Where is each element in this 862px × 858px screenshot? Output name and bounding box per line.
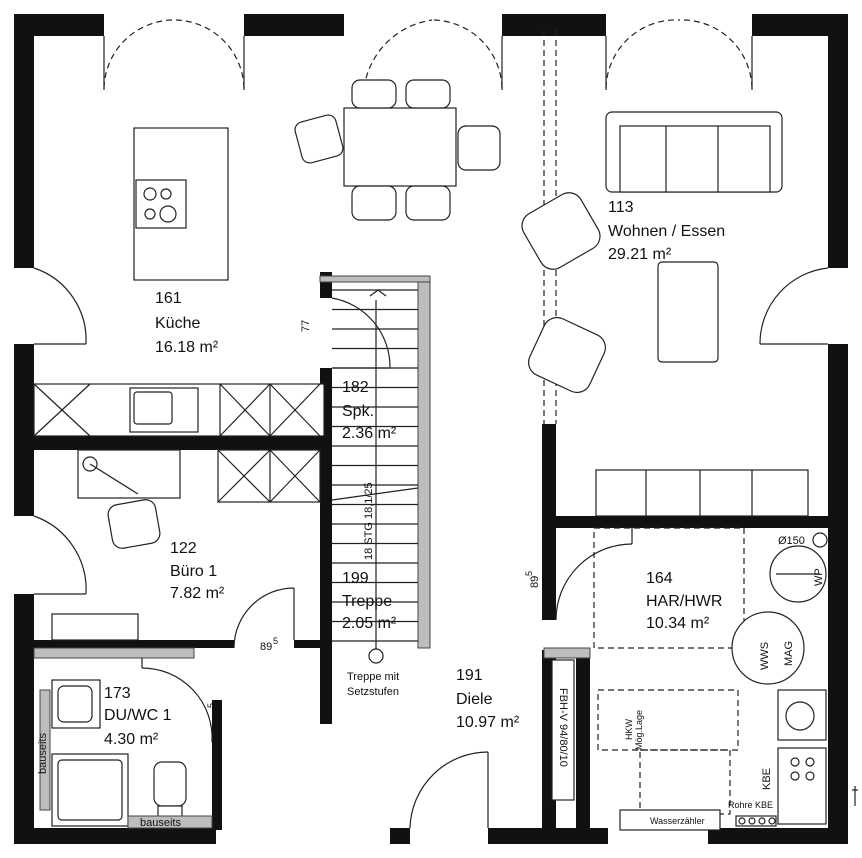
outer-walls	[14, 14, 848, 844]
room-name: Wohnen / Essen	[608, 223, 725, 240]
room-area: 10.97 m²	[456, 714, 520, 731]
room-duwc: 173 DU/WC 1 4.30 m²	[104, 685, 172, 748]
office-cabinets	[217, 449, 321, 503]
kitchen-counter	[33, 383, 325, 437]
stair-start-marker	[368, 648, 384, 664]
room-diele: 191 Diele 10.97 m²	[456, 667, 520, 731]
room-wohnen: 113 Wohnen / Essen 29.21 m²	[608, 199, 725, 263]
svg-text:89: 89	[529, 576, 541, 588]
stair-cut-line	[331, 487, 419, 501]
room-number: 164	[646, 570, 673, 587]
room-buero: 122 Büro 1 7.82 m²	[170, 540, 225, 602]
room-name: HAR/HWR	[646, 593, 722, 610]
room-area: 7.82 m²	[170, 585, 225, 602]
room-number: 182	[342, 379, 369, 396]
stair-arrow-icon	[369, 289, 387, 297]
coffee-table	[657, 261, 719, 363]
svg-text:89: 89	[260, 641, 272, 653]
room-har: 164 HAR/HWR 10.34 m²	[646, 570, 722, 632]
room-number: 191	[456, 667, 483, 684]
room-name: DU/WC 1	[104, 707, 172, 724]
sideboard	[595, 469, 809, 517]
room-treppe: 199 Treppe 2.05 m²	[342, 570, 397, 632]
bathroom-fixtures	[39, 679, 213, 829]
doors	[33, 19, 829, 829]
armchairs	[521, 192, 607, 394]
bauseits-left-label: bauseits	[37, 733, 49, 774]
room-kueche: 161 Küche 16.18 m²	[155, 290, 219, 356]
wws-label: WWS	[759, 642, 771, 670]
staircase	[331, 289, 419, 650]
room-area: 10.34 m²	[646, 615, 710, 632]
svg-text:5: 5	[524, 571, 534, 576]
room-number: 161	[155, 290, 182, 307]
mag-label: MAG	[783, 641, 795, 666]
dimension-77: 77	[300, 320, 312, 332]
room-name: Büro 1	[170, 563, 217, 580]
dimension-895-diele: 89 5	[524, 571, 541, 588]
dimension-895-office: 89 5	[260, 636, 278, 653]
room-area: 16.18 m²	[155, 339, 219, 356]
stair-note-line1: Treppe mit	[347, 671, 399, 683]
room-name: Küche	[155, 315, 200, 332]
wasserzaehler-label: Wasserzähler	[650, 816, 705, 826]
fbh-box	[551, 659, 575, 801]
room-area: 2.05 m²	[342, 615, 397, 632]
svg-text:89: 89	[211, 708, 223, 720]
room-area: 2.36 m²	[342, 425, 397, 442]
moeg-lage-label: Mög.Lage	[634, 710, 644, 750]
office-desk	[51, 449, 181, 641]
kitchen-island	[133, 127, 229, 281]
dimension-895-wc: 89 5	[206, 703, 223, 720]
stair-count-label: 18 STG 18,1/25	[363, 482, 375, 560]
room-number: 122	[170, 540, 197, 557]
rohre-kbe-label: Rohre KBE	[728, 800, 773, 810]
fbh-label: FBH-V 94/80/10	[557, 688, 569, 767]
sofa	[605, 111, 783, 193]
wp-label: WP	[813, 568, 825, 586]
room-spk: 182 Spk. 2.36 m²	[342, 379, 397, 442]
room-number: 173	[104, 685, 131, 702]
interior-walls	[33, 272, 848, 830]
room-name: Spk.	[342, 403, 374, 420]
diameter-150-label: Ø150	[778, 535, 805, 547]
room-area: 29.21 m²	[608, 246, 672, 263]
bauseits-bottom-label: bauseits	[140, 817, 181, 829]
room-name: Diele	[456, 691, 493, 708]
svg-text:5: 5	[206, 703, 216, 708]
room-name: Treppe	[342, 593, 392, 610]
room-number: 199	[342, 570, 369, 587]
svg-text:5: 5	[273, 636, 278, 646]
room-area: 4.30 m²	[104, 731, 159, 748]
dining-table	[294, 79, 501, 221]
room-number: 113	[608, 199, 634, 216]
kbe-label: KBE	[761, 768, 773, 790]
har-equipment	[593, 527, 828, 831]
hkw-label: HKW	[624, 718, 634, 740]
edge-marker-icon	[852, 786, 858, 806]
stair-note-line2: Setzstufen	[347, 686, 399, 698]
